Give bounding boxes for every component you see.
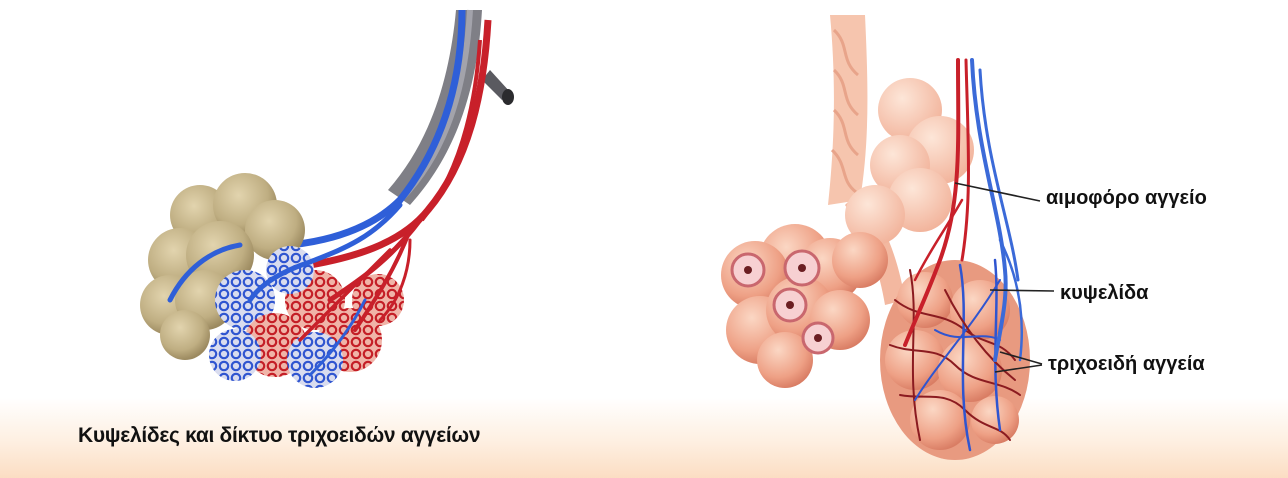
label-alveolus: κυψελίδα: [1060, 282, 1148, 305]
alveoli-capillary-illustration: [110, 0, 560, 400]
label-capillaries: τριχοειδή αγγεία: [1048, 353, 1205, 376]
label-blood-vessel: αιμοφόρο αγγείο: [1046, 187, 1207, 210]
illustration-caption: Κυψελίδες και δίκτυο τριχοειδών αγγείων: [78, 424, 480, 448]
alveoli-cross-section-illustration: [700, 0, 1040, 478]
